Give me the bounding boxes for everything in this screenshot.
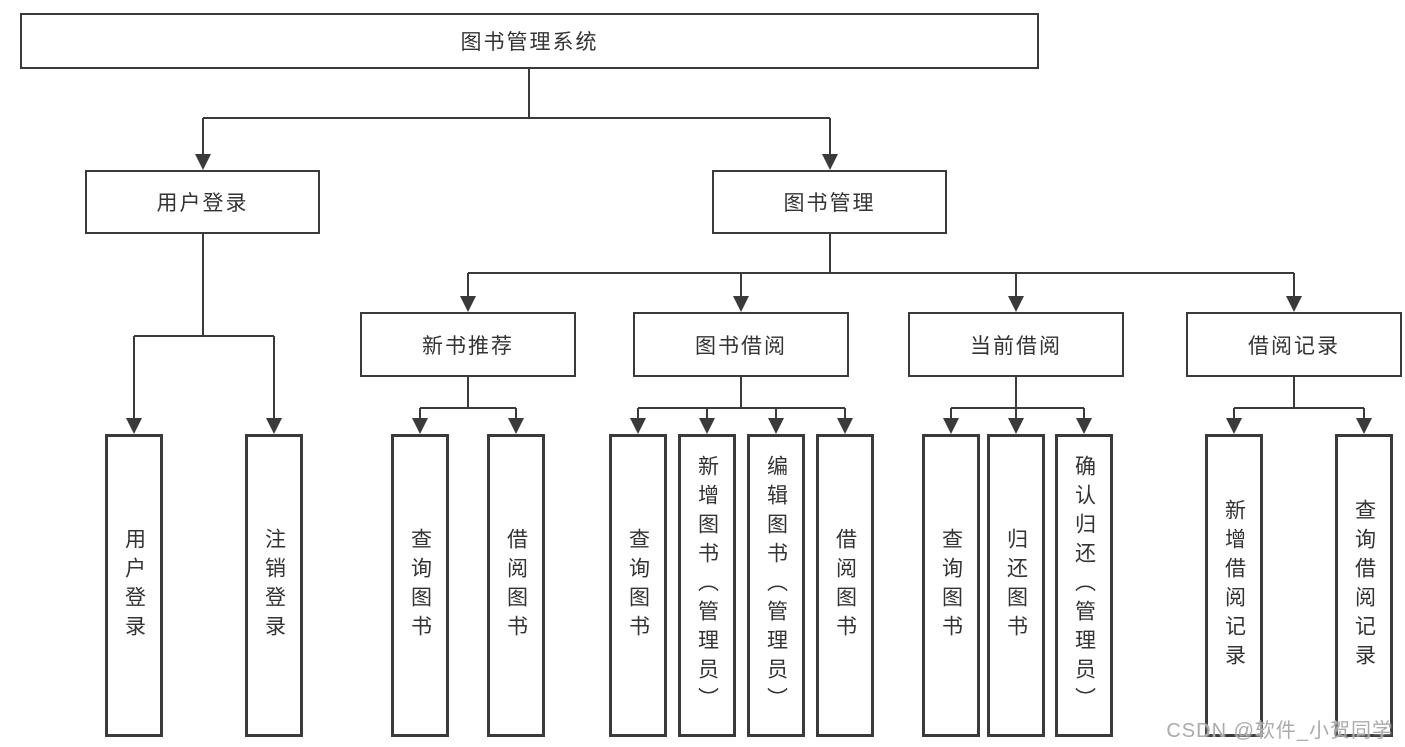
- leaf-label: 归还图书: [1004, 527, 1028, 644]
- leaf-label: 借阅图书: [504, 527, 528, 644]
- node-label: 图书管理: [783, 192, 876, 215]
- leaf-add-borrow-record: 新增借阅记录: [1205, 434, 1263, 737]
- leaf-label: 新增图书（管理员）: [695, 455, 719, 716]
- leaf-label: 查询借阅记录: [1352, 498, 1376, 673]
- node-user-login: 用户登录: [85, 170, 320, 234]
- leaf-logout: 注销登录: [245, 434, 303, 737]
- leaf-label: 查询图书: [939, 527, 963, 644]
- leaf-label: 新增借阅记录: [1222, 498, 1246, 673]
- node-label: 图书管理系统: [460, 31, 599, 54]
- leaf-return-books: 归还图书: [987, 434, 1045, 737]
- node-label: 借阅记录: [1248, 334, 1340, 358]
- node-current-borrowing: 当前借阅: [908, 312, 1124, 377]
- node-book-borrowing: 图书借阅: [633, 312, 849, 377]
- leaf-confirm-return-admin: 确认归还（管理员）: [1055, 434, 1113, 737]
- leaf-query-borrow-record: 查询借阅记录: [1335, 434, 1393, 737]
- leaf-label: 查询图书: [408, 527, 432, 644]
- node-label: 用户登录: [156, 192, 249, 215]
- node-label: 图书借阅: [695, 334, 787, 358]
- leaf-label: 确认归还（管理员）: [1072, 455, 1096, 716]
- leaf-query-books-current: 查询图书: [922, 434, 980, 737]
- leaf-label: 查询图书: [626, 527, 650, 644]
- node-label: 新书推荐: [422, 334, 514, 358]
- leaf-borrow-books-borrowing: 借阅图书: [816, 434, 874, 737]
- node-library-management-system: 图书管理系统: [20, 13, 1039, 69]
- leaf-label: 借阅图书: [833, 527, 857, 644]
- leaf-query-books-recommend: 查询图书: [391, 434, 449, 737]
- leaf-label: 用户登录: [122, 527, 146, 644]
- watermark: CSDN @软件_小贺同学: [1166, 720, 1393, 742]
- node-label: 当前借阅: [970, 334, 1062, 358]
- leaf-borrow-books-recommend: 借阅图书: [487, 434, 545, 737]
- node-book-management: 图书管理: [712, 170, 947, 234]
- leaf-user-login: 用户登录: [105, 434, 163, 737]
- leaf-query-books-borrowing: 查询图书: [609, 434, 667, 737]
- leaf-add-book-admin: 新增图书（管理员）: [678, 434, 736, 737]
- leaf-label: 编辑图书（管理员）: [764, 455, 788, 716]
- node-borrowing-records: 借阅记录: [1186, 312, 1402, 377]
- leaf-label: 注销登录: [262, 527, 286, 644]
- node-new-book-recommendation: 新书推荐: [360, 312, 576, 377]
- leaf-edit-book-admin: 编辑图书（管理员）: [747, 434, 805, 737]
